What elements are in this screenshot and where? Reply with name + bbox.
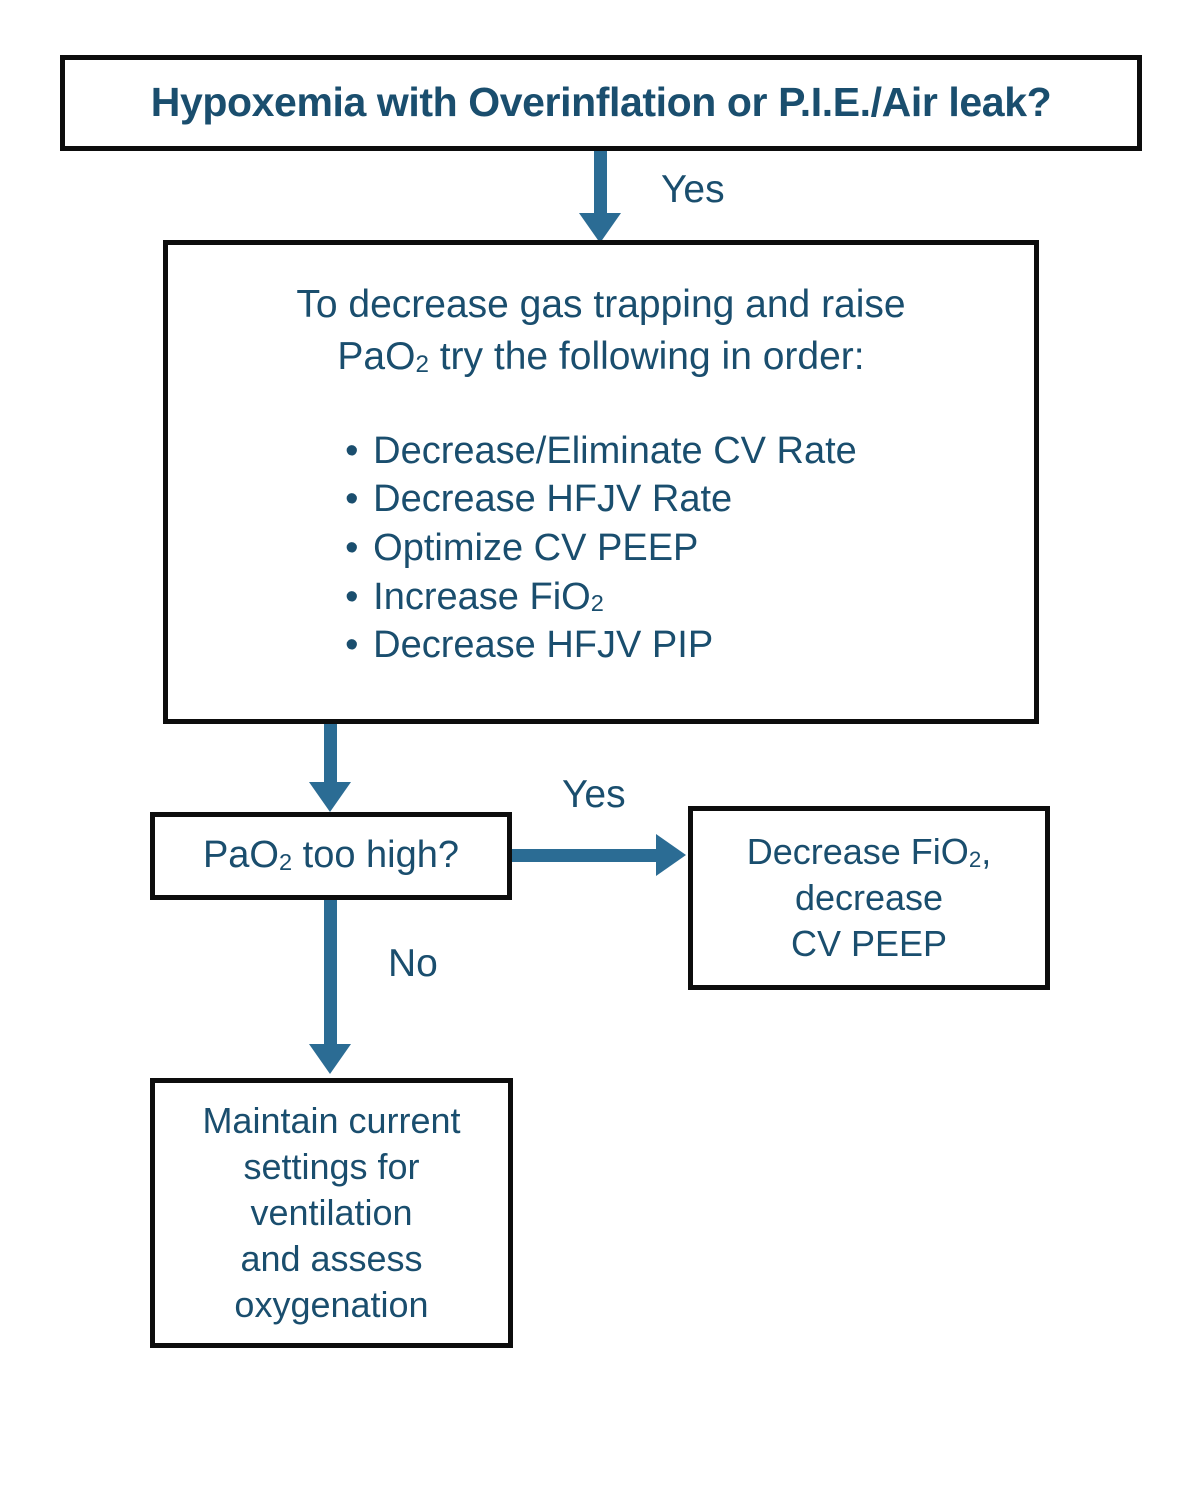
- edge-label-yes-right: Yes: [562, 773, 626, 816]
- bullet-icon: •: [345, 429, 359, 472]
- maintain-line5: oxygenation: [234, 1284, 429, 1326]
- list-item-label: Decrease/Eliminate CV Rate: [373, 429, 857, 472]
- list-item-label: Decrease HFJV Rate: [373, 478, 733, 521]
- arrow-head: [309, 1044, 351, 1074]
- maintain-line3: ventilation: [250, 1191, 413, 1233]
- edge-label-yes-top: Yes: [661, 168, 725, 211]
- action-line3: CV PEEP: [790, 923, 948, 965]
- node-decision-text: PaO2 too high?: [202, 834, 460, 877]
- node-maintain-settings: Maintain current settings for ventilatio…: [150, 1078, 513, 1348]
- steps-list: • Decrease/Eliminate CV Rate • Decrease HF…: [345, 427, 857, 670]
- node-action-text: Decrease FiO2, decrease CV PEEP: [747, 829, 992, 967]
- edge-label-no: No: [388, 942, 438, 985]
- maintain-line2: settings for: [243, 1145, 420, 1187]
- action-line1: Decrease FiO2,: [746, 830, 992, 872]
- node-decrease-fio2-peep: Decrease FiO2, decrease CV PEEP: [688, 806, 1050, 990]
- bullet-icon: •: [345, 526, 359, 569]
- steps-heading-line2: PaO2 try the following in order:: [337, 334, 865, 378]
- arrow-head: [309, 782, 351, 812]
- steps-heading: To decrease gas trapping and raise PaO2 …: [194, 279, 1008, 383]
- maintain-line4: and assess: [240, 1238, 423, 1280]
- list-item: • Decrease HFJV PIP: [345, 621, 857, 670]
- bullet-icon: •: [345, 575, 359, 618]
- list-item-label: Increase FiO2: [373, 575, 604, 618]
- arrow-head: [579, 213, 621, 243]
- bullet-icon: •: [345, 478, 359, 521]
- list-item: • Increase FiO2: [345, 573, 857, 622]
- list-item-label: Decrease HFJV PIP: [373, 624, 714, 667]
- node-decision-pao2-too-high: PaO2 too high?: [150, 812, 512, 900]
- node-maintain-text: Maintain current settings for ventilatio…: [202, 1098, 460, 1328]
- arrow-shaft: [594, 151, 607, 219]
- arrow-shaft: [512, 849, 660, 862]
- node-steps-instructions: To decrease gas trapping and raise PaO2 …: [163, 240, 1039, 724]
- bullet-icon: •: [345, 624, 359, 667]
- action-line2: decrease: [794, 876, 944, 918]
- arrow-shaft: [324, 724, 337, 786]
- list-item: • Optimize CV PEEP: [345, 524, 857, 573]
- node-title-hypoxemia: Hypoxemia with Overinflation or P.I.E./A…: [60, 55, 1142, 151]
- list-item: • Decrease/Eliminate CV Rate: [345, 427, 857, 476]
- node-title-text: Hypoxemia with Overinflation or P.I.E./A…: [150, 79, 1052, 126]
- list-item-label: Optimize CV PEEP: [373, 526, 699, 569]
- maintain-line1: Maintain current: [202, 1099, 461, 1141]
- arrow-shaft: [324, 900, 337, 1048]
- arrow-head: [656, 834, 686, 876]
- list-item: • Decrease HFJV Rate: [345, 475, 857, 524]
- steps-heading-line1: To decrease gas trapping and raise: [296, 283, 906, 326]
